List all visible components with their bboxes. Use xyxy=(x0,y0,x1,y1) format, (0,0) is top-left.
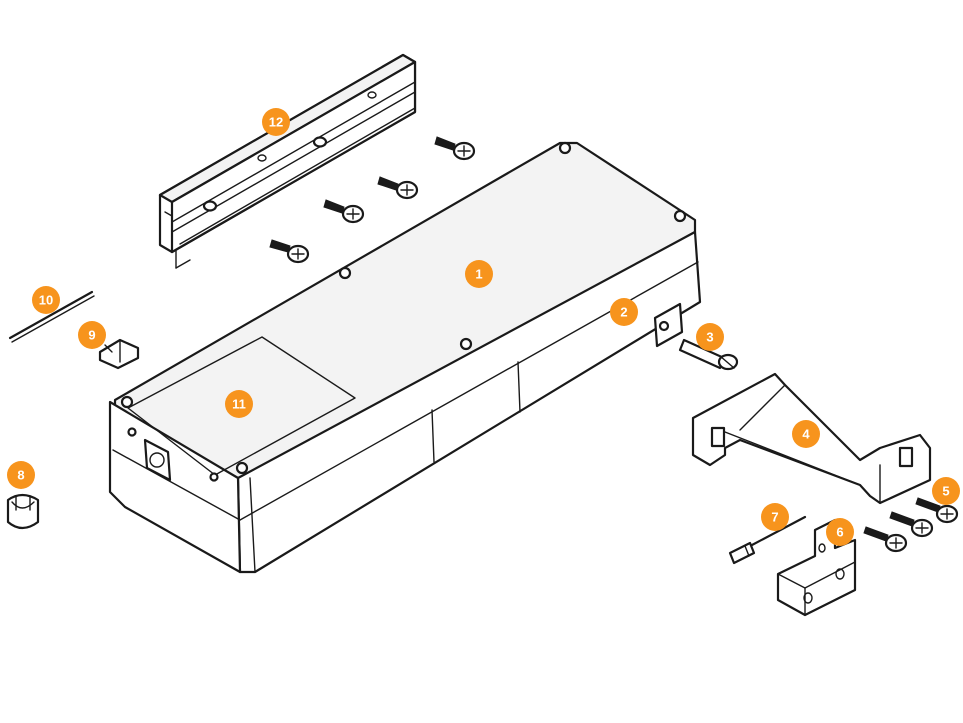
callout-circle xyxy=(792,420,820,448)
callout-circle xyxy=(32,286,60,314)
callout-3: 3 xyxy=(696,323,724,351)
callout-9: 9 xyxy=(78,321,106,349)
callout-4: 4 xyxy=(792,420,820,448)
callout-label: 9 xyxy=(88,328,95,343)
callout-circle xyxy=(610,298,638,326)
callout-circle xyxy=(696,323,724,351)
callout-8: 8 xyxy=(7,461,35,489)
callout-label: 12 xyxy=(269,115,283,130)
callout-label: 6 xyxy=(836,525,843,540)
callout-10: 10 xyxy=(32,286,60,314)
callout-label: 7 xyxy=(771,510,778,525)
bracket-screw-1 xyxy=(915,497,959,524)
callout-label: 8 xyxy=(17,468,24,483)
callout-5: 5 xyxy=(932,477,960,505)
end-cap-fixing xyxy=(653,302,684,348)
callout-12: 12 xyxy=(262,108,290,136)
callout-11: 11 xyxy=(225,390,253,418)
callout-label: 10 xyxy=(39,293,53,308)
callout-label: 4 xyxy=(802,427,810,442)
rail-screw-3 xyxy=(377,176,419,200)
callout-label: 1 xyxy=(475,267,482,282)
shaft-pin xyxy=(728,515,807,565)
mounting-rail xyxy=(158,53,417,269)
callout-label: 2 xyxy=(620,305,627,320)
callout-circle xyxy=(225,390,253,418)
callout-circle xyxy=(465,260,493,288)
callout-1: 1 xyxy=(465,260,493,288)
end-plug xyxy=(6,493,40,530)
callout-circle xyxy=(826,518,854,546)
rail-screw-1 xyxy=(269,239,310,264)
cable-rod xyxy=(8,290,95,343)
pin xyxy=(678,338,739,371)
callout-circle xyxy=(262,108,290,136)
callout-label: 11 xyxy=(232,397,246,412)
rail-screw-4 xyxy=(434,136,476,161)
callout-label: 5 xyxy=(942,484,949,499)
rail-screw-2 xyxy=(323,199,365,224)
bracket-screw-2 xyxy=(889,511,934,538)
callout-label: 3 xyxy=(706,330,713,345)
callout-7: 7 xyxy=(761,503,789,531)
clip xyxy=(98,338,140,370)
callout-6: 6 xyxy=(826,518,854,546)
bracket-screw-3 xyxy=(863,526,908,553)
callout-circle xyxy=(932,477,960,505)
callout-2: 2 xyxy=(610,298,638,326)
callout-circle xyxy=(78,321,106,349)
callout-circle xyxy=(7,461,35,489)
callout-circle xyxy=(761,503,789,531)
